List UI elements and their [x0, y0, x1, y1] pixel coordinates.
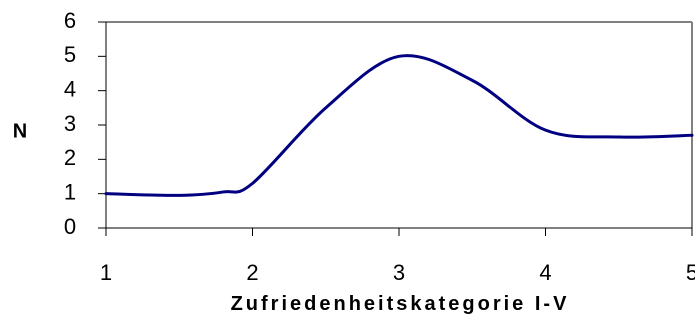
y-tick-label: 3: [64, 111, 76, 136]
y-tick-label: 0: [64, 214, 76, 239]
series-layer: [104, 54, 694, 197]
y-axis-ticks: 0 1 2 3 4 5 6: [64, 8, 106, 239]
series-line: [104, 54, 694, 197]
x-tick-label: 4: [539, 260, 551, 285]
y-axis-title: N: [13, 120, 27, 142]
y-tick-label: 1: [64, 179, 76, 204]
y-tick-label: 4: [64, 76, 76, 101]
y-tick-label: 5: [64, 42, 76, 67]
plot-frame: [105, 21, 693, 229]
y-tick-label: 6: [64, 8, 76, 33]
x-axis-ticks: 1 2 3 4 5: [100, 228, 695, 285]
x-tick-label: 5: [686, 260, 695, 285]
y-tick-label: 2: [64, 145, 76, 170]
x-tick-label: 3: [393, 260, 405, 285]
x-axis-title: Zufriedenheitskategorie I-V: [231, 293, 570, 315]
x-tick-label: 2: [246, 260, 258, 285]
x-tick-label: 1: [100, 260, 112, 285]
